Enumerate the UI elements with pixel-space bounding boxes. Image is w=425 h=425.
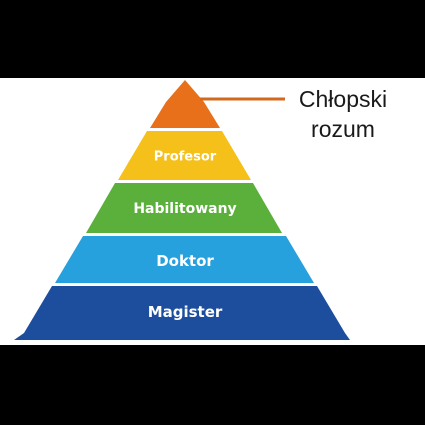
pyramid-tier-habilitowany xyxy=(86,183,282,233)
pyramid-tier-profesor xyxy=(118,131,251,180)
pyramid-tier-doktor xyxy=(55,236,314,283)
pyramid-tier-apex xyxy=(166,80,204,102)
tier-label-profesor: Profesor xyxy=(154,150,217,165)
tier-label-magister: Magister xyxy=(148,303,223,321)
callout-label: Chłopski rozum xyxy=(288,84,398,144)
bottom-black-band xyxy=(0,345,425,425)
pyramid-tier-apex-body xyxy=(150,102,220,128)
tier-label-habilitowany: Habilitowany xyxy=(133,201,236,217)
tier-label-doktor: Doktor xyxy=(156,252,214,270)
top-black-band xyxy=(0,0,425,78)
pyramid-tier-magister xyxy=(24,286,345,333)
callout-label-line2: rozum xyxy=(311,116,375,142)
callout-label-line1: Chłopski xyxy=(298,86,388,112)
pyramid-tier-magister-base xyxy=(14,333,350,340)
